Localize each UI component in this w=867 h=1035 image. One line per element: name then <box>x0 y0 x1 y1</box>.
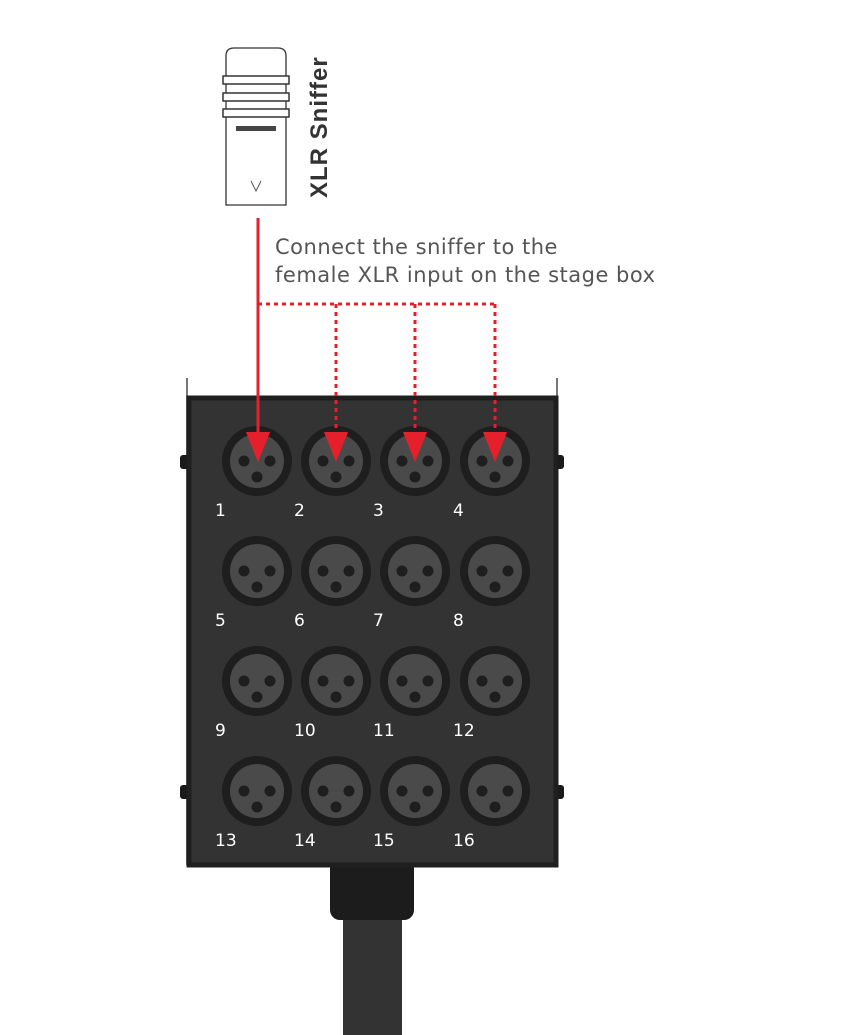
channel-number: 14 <box>294 831 316 851</box>
channel-number: 6 <box>294 611 305 631</box>
channel-number: 9 <box>215 721 226 741</box>
connection-arrows <box>246 218 507 462</box>
xlr-socket-7[interactable]: 7 <box>373 536 450 631</box>
cable <box>343 900 402 1035</box>
xlr-socket-12[interactable]: 12 <box>453 646 530 741</box>
xlr-socket-10[interactable]: 10 <box>294 646 371 741</box>
xlr-socket-14[interactable]: 14 <box>294 756 371 851</box>
xlr-socket-11[interactable]: 11 <box>373 646 450 741</box>
instruction-line-2: female XLR input on the stage box <box>275 263 656 287</box>
channel-number: 11 <box>373 721 395 741</box>
channel-number: 8 <box>453 611 464 631</box>
channel-number: 7 <box>373 611 384 631</box>
channel-number: 5 <box>215 611 226 631</box>
channel-number: 1 <box>215 501 226 521</box>
channel-number: 10 <box>294 721 316 741</box>
arrow-down-icon <box>250 180 262 193</box>
xlr-socket-16[interactable]: 16 <box>453 756 530 851</box>
xlr-sniffer <box>222 47 290 206</box>
sniffer-label: XLR Sniffer <box>306 56 333 198</box>
channel-number: 12 <box>453 721 475 741</box>
xlr-socket-15[interactable]: 15 <box>373 756 450 851</box>
channel-number: 13 <box>215 831 237 851</box>
xlr-socket-13[interactable]: 13 <box>215 756 292 851</box>
channel-number: 4 <box>453 501 464 521</box>
instruction-line-1: Connect the sniffer to the <box>275 235 558 259</box>
channel-number: 15 <box>373 831 395 851</box>
channel-number: 3 <box>373 501 384 521</box>
channel-number: 16 <box>453 831 475 851</box>
channel-number: 2 <box>294 501 305 521</box>
xlr-socket-9[interactable]: 9 <box>215 646 292 741</box>
xlr-socket-1[interactable]: 1 <box>215 426 292 521</box>
sniffer-logo <box>236 126 276 131</box>
xlr-socket-8[interactable]: 8 <box>453 536 530 631</box>
xlr-socket-6[interactable]: 6 <box>294 536 371 631</box>
xlr-socket-5[interactable]: 5 <box>215 536 292 631</box>
cable-connector <box>330 858 414 920</box>
